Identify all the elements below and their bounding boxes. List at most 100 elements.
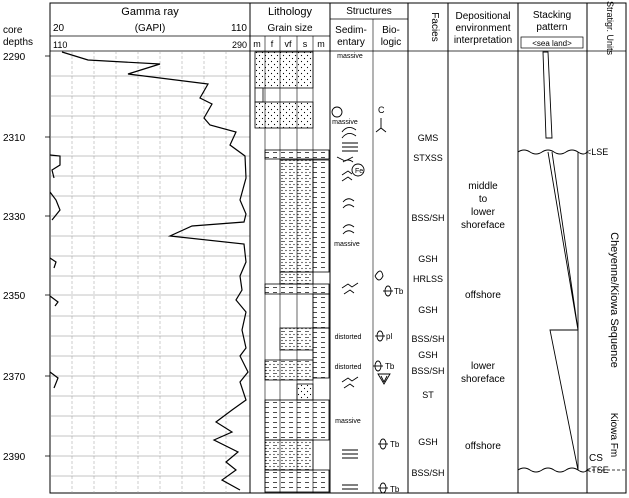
environment-track: Depositional environment interpretation … [447, 2, 519, 494]
facies-track: Facies GMS STXSS BSS/SH GSH HRLSS GSH BS… [407, 2, 449, 494]
bed-sandstone [279, 159, 314, 273]
structure-note: distorted [335, 364, 362, 371]
lithology-track: Lithology Grain size m f vf s m [249, 2, 331, 494]
gamma-scale-left: 20 [53, 23, 65, 34]
unit-label: CS [589, 453, 603, 464]
facies-title: Facies [429, 12, 440, 41]
environment-label: lower [471, 207, 496, 218]
environment-label: shoreface [461, 220, 505, 231]
wavy-bedding-icon [341, 376, 359, 389]
wavy-bedding-icon [341, 282, 359, 295]
facies-frame [407, 2, 449, 494]
stacking-direction: <sea land> [532, 39, 572, 48]
gamma-scale-left-2: 110 [53, 40, 67, 50]
structures-title: Structures [346, 6, 392, 17]
facies-label: BSS/SH [411, 468, 444, 478]
structures-track: Structures Sedim- entary Bio- logic mass… [329, 2, 409, 494]
bed-shale [312, 159, 330, 273]
structure-note: massive [332, 119, 358, 126]
bioturbation-icon [374, 270, 384, 281]
environment-label: middle [468, 181, 498, 192]
bed-shale [264, 283, 330, 295]
stacking-title: Stacking [533, 10, 571, 21]
surface-label: <LSE [586, 147, 608, 157]
burrow-icon [375, 118, 387, 133]
facies-label: GSH [418, 305, 438, 315]
gamma-scale-right: 110 [231, 23, 247, 34]
bed-sandstone [279, 271, 314, 285]
environment-label: shoreface [461, 374, 505, 385]
gamma-ray-curve-low-scale [49, 154, 61, 389]
bed-shale [312, 327, 330, 379]
gamma-ray-track: Gamma ray 20 (GAPI) 110 110 290 [49, 2, 251, 494]
surface-lse [517, 149, 588, 155]
biologic-label: Bio- [382, 25, 400, 36]
bed-sandstone [254, 51, 314, 89]
formation-label: Kiowa Fm [608, 413, 619, 457]
grain-size-label: Grain size [267, 23, 312, 34]
bed-sandstone [254, 87, 264, 103]
sequence-label: Cheyenne/Kiowa Sequence [608, 232, 620, 368]
depth-tick-label: 2330 [3, 212, 26, 223]
facies-label: GSH [418, 437, 438, 447]
grain-size-s: s [303, 39, 308, 49]
stacking-title: pattern [536, 22, 567, 33]
bio-note: C [378, 105, 385, 115]
sedimentary-label: entary [337, 37, 365, 48]
facies-label: BSS/SH [411, 366, 444, 376]
bed-sandstone [296, 383, 314, 401]
depth-axis: core depths 2290 2310 2330 2350 2370 239… [3, 25, 50, 463]
bed-sandstone [264, 359, 314, 381]
wavy-bedding-icon [341, 170, 353, 182]
structure-note: distorted [335, 334, 362, 341]
environment-title: environment [455, 23, 510, 34]
facies-label: GMS [418, 133, 439, 143]
environment-label: offshore [465, 290, 501, 301]
depth-axis-label: core [3, 25, 23, 36]
depth-tick-label: 2310 [3, 133, 26, 144]
cross-bedding-icon [341, 127, 357, 139]
gamma-ray-curve [61, 51, 249, 491]
environment-label: offshore [465, 441, 501, 452]
retrogradational-wedge [542, 51, 553, 139]
stacking-pattern-track: Stacking pattern <sea land> <LSE <TSE [517, 2, 609, 494]
facies-label: GSH [418, 254, 438, 264]
bed-shale [264, 469, 330, 493]
bio-note: Tb [390, 440, 400, 449]
sedimentary-structure-symbols [331, 106, 365, 490]
units-title: Stratigr. Units [605, 1, 615, 56]
depth-axis-label: depths [3, 37, 33, 48]
depth-tick-label: 2370 [3, 372, 26, 383]
bio-note: pl [386, 332, 392, 341]
units-frame [586, 2, 627, 494]
bio-note: Tb [394, 287, 404, 296]
bed-shale [264, 439, 314, 471]
facies-label: BSS/SH [411, 334, 444, 344]
depth-tick-label: 2390 [3, 452, 26, 463]
depth-tick-label: 2350 [3, 291, 26, 302]
bed-shale [264, 149, 330, 160]
sedimentary-label: Sedim- [335, 25, 367, 36]
facies-label: STXSS [413, 153, 443, 163]
ripple-icon [336, 156, 354, 163]
environment-title: interpretation [454, 35, 512, 46]
pebble-icon [331, 106, 343, 118]
biologic-structure-symbols: C Fe Tb pl Tb Tb Tb [355, 105, 404, 494]
retrogradational-wedge [549, 329, 579, 471]
gamma-unit: (GAPI) [135, 23, 166, 34]
bed-sandstone [254, 101, 314, 129]
shell-fragment-icon [377, 373, 391, 385]
structure-note: massive [335, 418, 361, 425]
progradational-wedge [547, 151, 579, 331]
cross-bedding-icon [342, 224, 355, 235]
bed-shale [264, 399, 330, 441]
grain-size-m1: m [253, 39, 261, 49]
bio-note: Fe [355, 168, 363, 175]
surface-tse [517, 467, 588, 473]
gamma-ray-title: Gamma ray [121, 6, 179, 18]
gamma-scale-right-2: 290 [232, 40, 247, 50]
bio-note: Tb [385, 362, 395, 371]
grain-size-vf: vf [284, 39, 292, 49]
bed-shale [312, 293, 330, 329]
